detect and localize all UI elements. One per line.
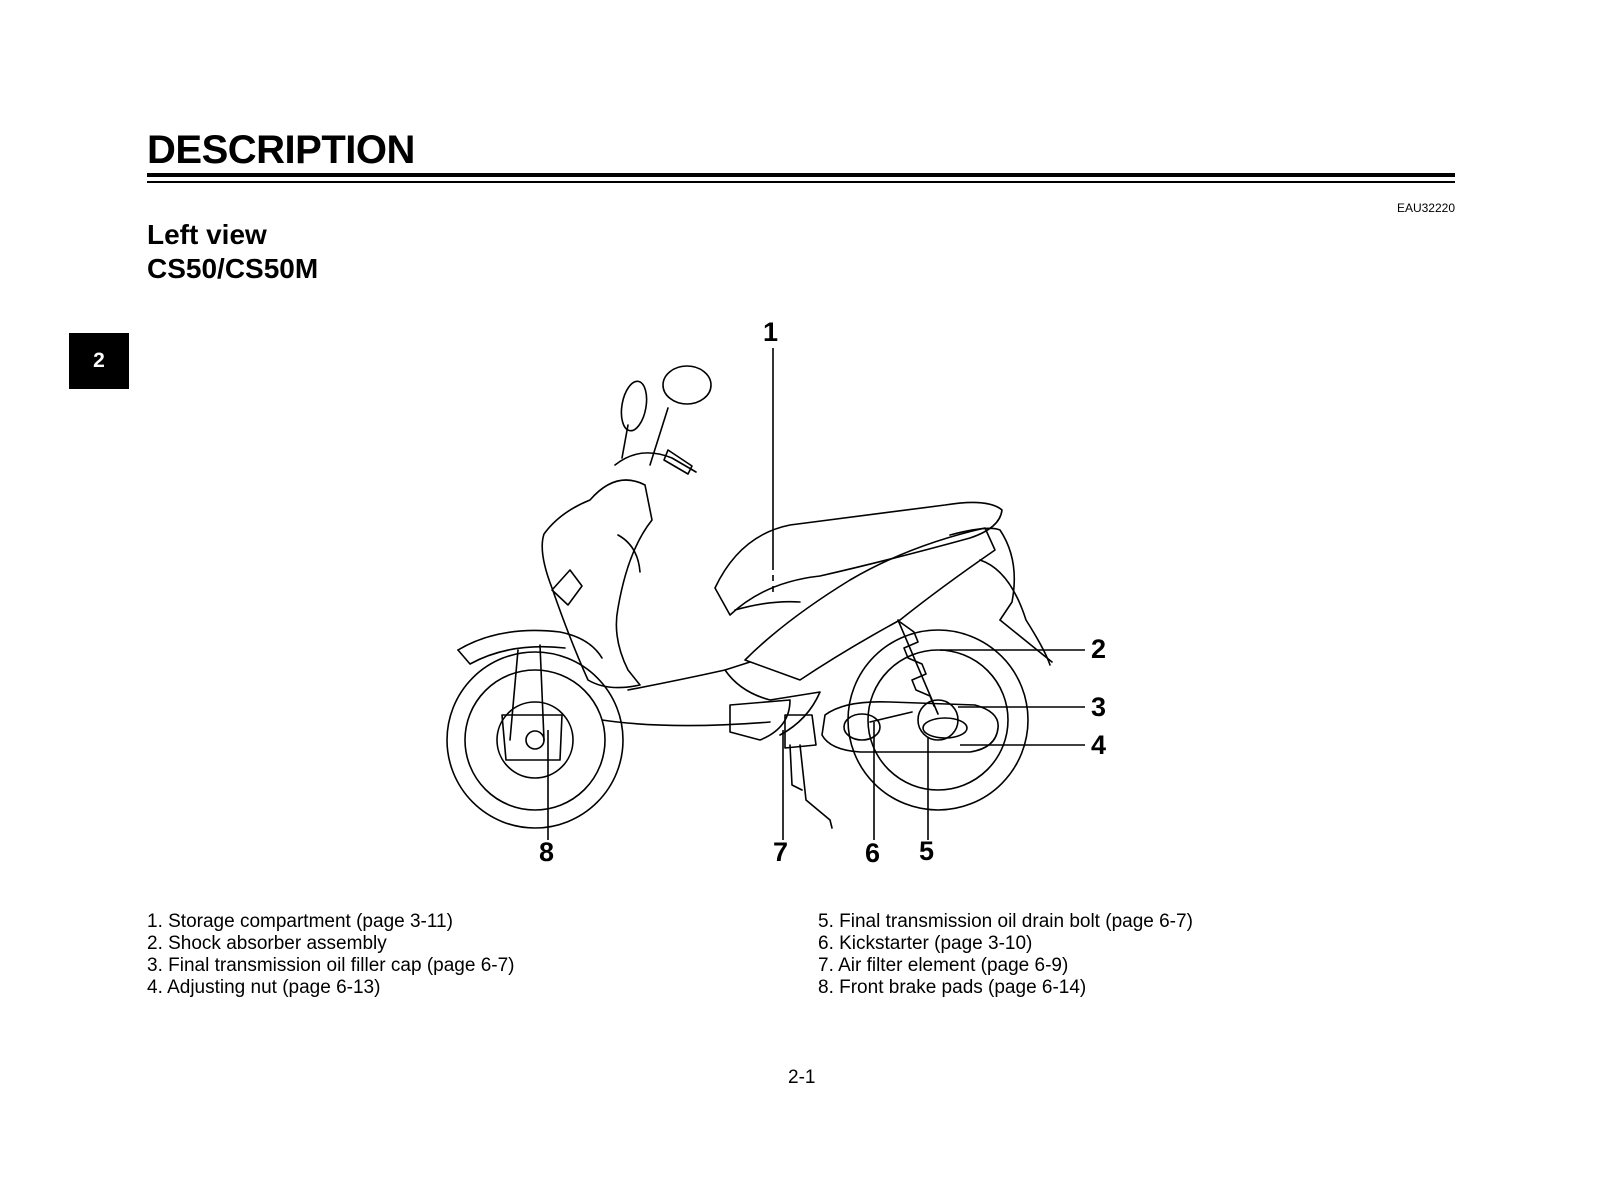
kickstarter-cover (843, 713, 881, 741)
front-brake-disc (496, 701, 574, 779)
center-stand (789, 744, 833, 829)
seat (714, 501, 1003, 616)
front-tire (446, 651, 624, 829)
legend-item: 4. Adjusting nut (page 6-13) (147, 977, 381, 998)
callout-6: 6 (865, 838, 880, 868)
legend-item: 7. Air filter element (page 6-9) (818, 955, 1069, 976)
title-rule-thick (147, 173, 1455, 177)
side-body (744, 527, 996, 681)
handlebar (614, 452, 697, 473)
scooter-drawing: 1 2 3 4 5 6 7 8 (446, 320, 1106, 868)
callout-7: 7 (773, 837, 788, 867)
kickstarter-lever (869, 711, 913, 723)
section-title-line2: CS50/CS50M (147, 253, 319, 284)
document-code: EAU32220 (1396, 201, 1455, 215)
legend-item: 3. Final transmission oil filler cap (pa… (147, 955, 515, 976)
legend-item: 2. Shock absorber assembly (147, 933, 387, 954)
front-fender (457, 629, 603, 659)
legend-item: 6. Kickstarter (page 3-10) (818, 933, 1033, 954)
left-mirror (620, 380, 648, 432)
scooter-outline (446, 365, 1053, 829)
callout-5: 5 (919, 836, 934, 866)
callout-leaders (547, 348, 1085, 840)
page-number: 2-1 (788, 1067, 816, 1088)
rear-fender (979, 559, 1051, 666)
front-rim (464, 669, 606, 811)
callout-2: 2 (1091, 634, 1106, 664)
transmission-case (821, 700, 999, 753)
legend-right-column: 5. Final transmission oil drain bolt (pa… (818, 911, 1193, 999)
legend-item: 5. Final transmission oil drain bolt (pa… (818, 911, 1193, 932)
legend-item: 8. Front brake pads (page 6-14) (818, 977, 1087, 998)
front-body (541, 479, 653, 689)
shock-spring (899, 621, 935, 707)
callout-4: 4 (1091, 730, 1106, 760)
air-filter-box (784, 714, 817, 749)
chapter-tab: 2 (69, 333, 129, 389)
section-title-line1: Left view (147, 219, 267, 250)
rear-tail (949, 527, 1016, 621)
rear-rim (867, 649, 1009, 791)
callout-3: 3 (1091, 692, 1106, 722)
front-brake-caliper (501, 714, 563, 761)
floorboard (627, 661, 751, 691)
front-fork (509, 644, 545, 741)
handle-grip (663, 449, 693, 475)
headlight (551, 569, 583, 606)
section-title: Left view CS50/CS50M (147, 218, 318, 286)
page-title: DESCRIPTION (147, 128, 415, 172)
legend-left-column: 1. Storage compartment (page 3-11) 2. Sh… (147, 911, 515, 999)
rear-tire (847, 629, 1029, 811)
scooter-left-view-diagram: 1 2 3 4 5 6 7 8 (440, 320, 1160, 900)
rear-hub (917, 699, 959, 741)
side-panel (729, 699, 791, 741)
callout-8: 8 (539, 837, 554, 867)
front-hub (525, 730, 545, 750)
callout-1: 1 (763, 320, 778, 347)
title-rule-thin (147, 181, 1455, 183)
right-mirror (662, 365, 712, 405)
legend-item: 1. Storage compartment (page 3-11) (147, 911, 453, 932)
